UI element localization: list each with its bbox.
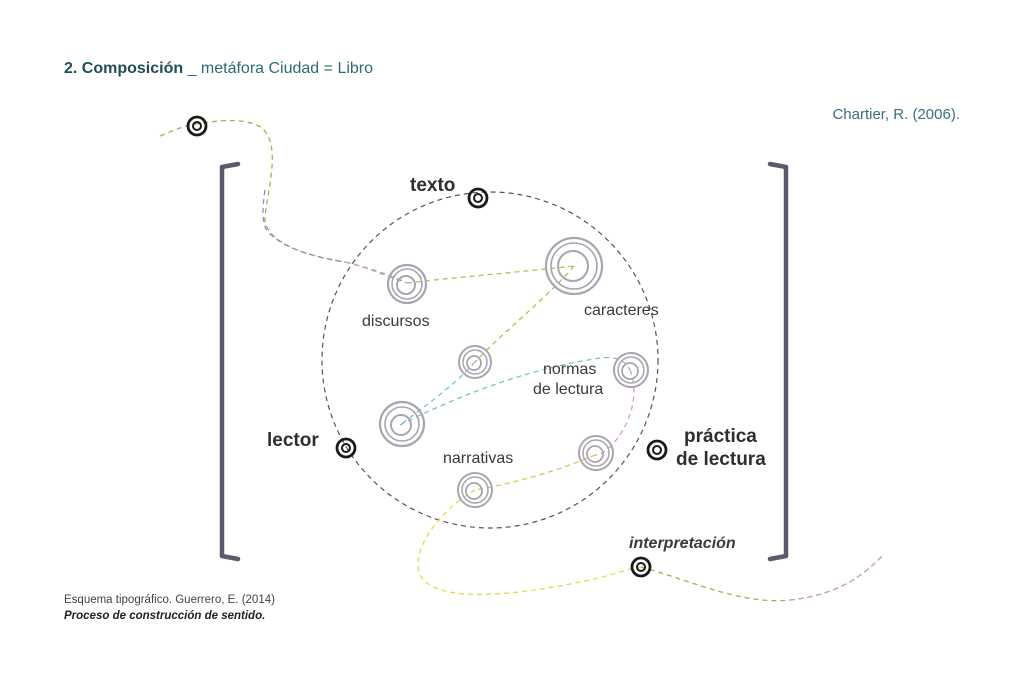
marker-lector — [335, 437, 357, 459]
label-practica-2: de lectura — [676, 449, 766, 470]
footer-line-1: Esquema tipográfico. Guerrero, E. (2014) — [64, 594, 275, 606]
path-exit-tail — [640, 555, 883, 602]
path-exit-tail-2 — [789, 555, 883, 601]
left-bracket — [219, 161, 241, 562]
label-texto: texto — [410, 175, 455, 196]
label-practica-1: práctica — [684, 426, 757, 447]
path-discursos-caracteres — [406, 265, 575, 284]
path-caracteres-small — [474, 265, 575, 363]
label-normas-2: de lectura — [533, 381, 603, 398]
footer-credit: Esquema tipográfico. Guerrero, E. (2014)… — [64, 592, 275, 624]
node-normas — [613, 352, 649, 388]
title-strong: 2. Composición — [64, 60, 184, 77]
page-title: 2. Composición _ metáfora Ciudad = Libro — [64, 60, 373, 78]
node-caracteres — [544, 236, 604, 296]
path-small-lector — [399, 361, 476, 426]
node-lector-inner — [378, 400, 426, 448]
marker-texto — [467, 187, 489, 209]
main-circle — [321, 191, 659, 529]
footer-line-2: Proceso de construcción de sentido. — [64, 610, 266, 622]
node-right-inner — [578, 435, 614, 471]
label-lector: lector — [267, 430, 319, 451]
marker-interpretacion — [630, 556, 652, 578]
path-top-entry-2 — [262, 189, 346, 263]
label-narrativas: narrativas — [443, 450, 513, 467]
marker-start — [186, 115, 208, 137]
node-small — [458, 345, 492, 379]
node-discursos — [386, 263, 428, 305]
label-discursos: discursos — [362, 313, 430, 330]
path-lector-normas — [399, 356, 631, 426]
path-narrativas-exit — [417, 489, 642, 596]
right-bracket — [767, 161, 789, 562]
path-right-narrativas — [474, 454, 596, 491]
marker-practica — [646, 439, 668, 461]
label-normas-1: normas — [543, 361, 596, 378]
label-caracteres: caracteres — [584, 302, 659, 319]
node-narrativas — [457, 472, 493, 508]
title-light: _ metáfora Ciudad = Libro — [183, 60, 374, 77]
label-interpretacion: interpretación — [629, 535, 736, 552]
path-top-entry — [159, 119, 408, 284]
citation: Chartier, R. (2006). — [832, 106, 960, 123]
path-normas-right — [594, 369, 635, 456]
